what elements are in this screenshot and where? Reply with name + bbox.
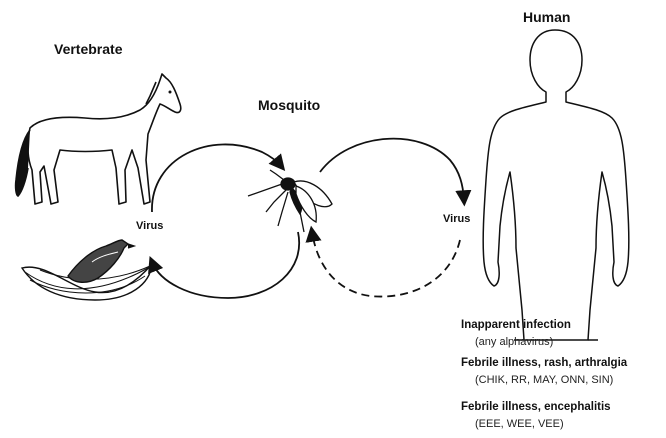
mosquito-human-cycle <box>312 139 464 297</box>
bird-on-nest-icon <box>22 240 152 300</box>
virus-label-left: Virus <box>136 220 163 232</box>
outcome-title-arthralgia: Febrile illness, rash, arthralgia <box>461 357 627 369</box>
mosquito-label: Mosquito <box>258 97 320 113</box>
outcome-detail-arthralgia: (CHIK, RR, MAY, ONN, SIN) <box>475 374 613 386</box>
mosquito-icon <box>248 170 332 232</box>
outcome-title-inapparent: Inapparent infection <box>461 319 571 331</box>
vertebrate-label: Vertebrate <box>54 41 122 57</box>
outcome-detail-inapparent: (any alphavirus) <box>475 336 553 348</box>
outcome-title-encephalitis: Febrile illness, encephalitis <box>461 401 611 413</box>
human-silhouette-icon <box>483 30 629 340</box>
vertebrate-mosquito-cycle <box>152 144 299 298</box>
outcome-detail-encephalitis: (EEE, WEE, VEE) <box>475 418 564 430</box>
virus-label-right: Virus <box>443 213 470 225</box>
human-label: Human <box>523 9 570 25</box>
